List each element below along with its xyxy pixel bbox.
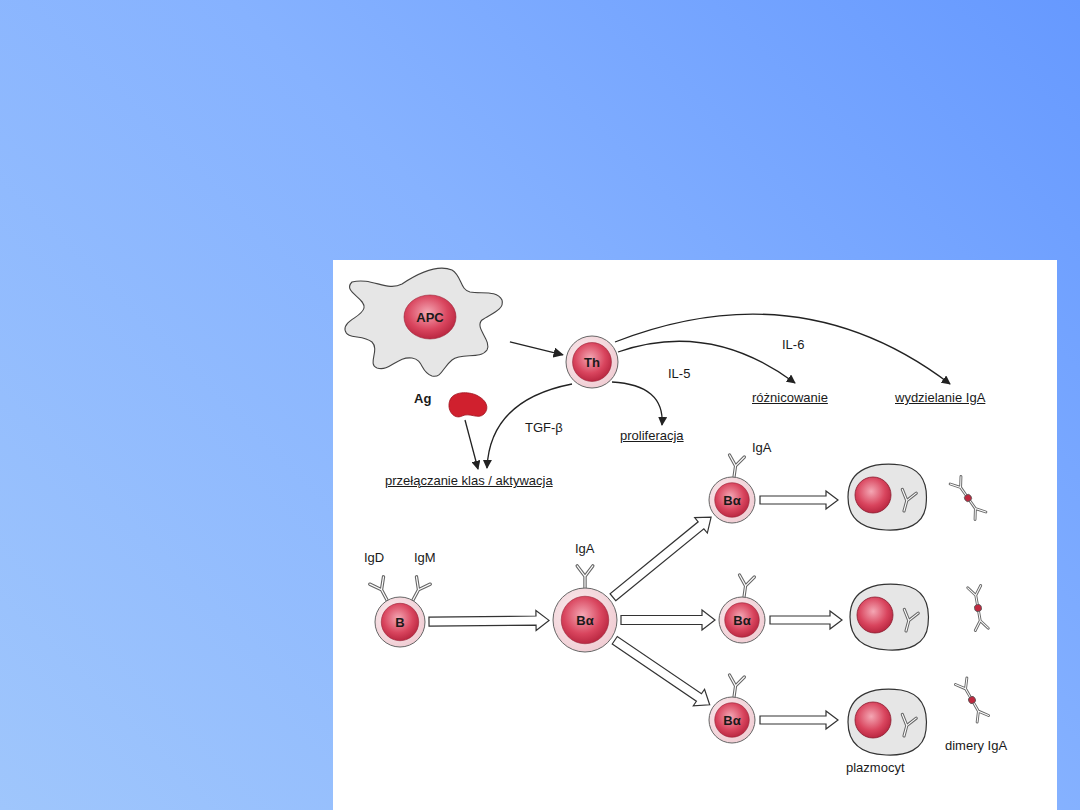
node-label: Th xyxy=(584,355,600,370)
node-label: Bα xyxy=(723,713,740,728)
antibody-label: dimery IgA xyxy=(945,738,1007,753)
antibody-label: IgM xyxy=(414,550,436,565)
th-cell: Th xyxy=(565,335,619,389)
node-label: APC xyxy=(416,310,443,325)
node-label: B xyxy=(395,615,404,630)
process-label: przełączanie klas / aktywacja xyxy=(385,473,553,488)
process-label: wydzielanie IgA xyxy=(895,390,985,405)
b-alpha-cell: Bα xyxy=(708,476,756,524)
antibodies xyxy=(370,455,755,698)
cytokine-arrows xyxy=(465,314,950,469)
maturation-arrows xyxy=(760,491,842,729)
process-label: proliferacja xyxy=(620,428,684,443)
b-alpha-cell: Bα xyxy=(552,587,618,653)
antibody-label: IgA xyxy=(575,541,595,556)
cytokine-label: TGF-β xyxy=(525,420,563,435)
process-label: różnicowanie xyxy=(752,390,828,405)
node-label: Ag xyxy=(414,391,431,406)
antibody-label: IgD xyxy=(364,550,384,565)
block-arrow xyxy=(610,517,711,601)
panel xyxy=(333,260,1057,810)
node-label: Bα xyxy=(733,613,750,628)
plasma-cells xyxy=(848,464,928,755)
cytokine-label: IL-6 xyxy=(782,337,804,352)
cytokine-label: IL-5 xyxy=(668,366,690,381)
apc-cell: APC xyxy=(342,262,507,380)
antigen: Ag xyxy=(412,386,494,424)
b-alpha-cell: Bα xyxy=(718,596,766,644)
b-cell: B xyxy=(374,596,426,648)
arrow xyxy=(510,342,563,355)
antibody-label: IgA xyxy=(752,440,772,455)
block-arrow xyxy=(612,637,709,706)
node-label: Bα xyxy=(723,493,740,508)
b-alpha-cell: Bα xyxy=(708,696,756,744)
iga-dimers xyxy=(950,476,988,722)
cell-label: plazmocyt xyxy=(846,760,905,775)
block-arrow xyxy=(429,611,549,631)
node-label: Bα xyxy=(576,613,593,628)
block-arrow xyxy=(621,610,715,630)
